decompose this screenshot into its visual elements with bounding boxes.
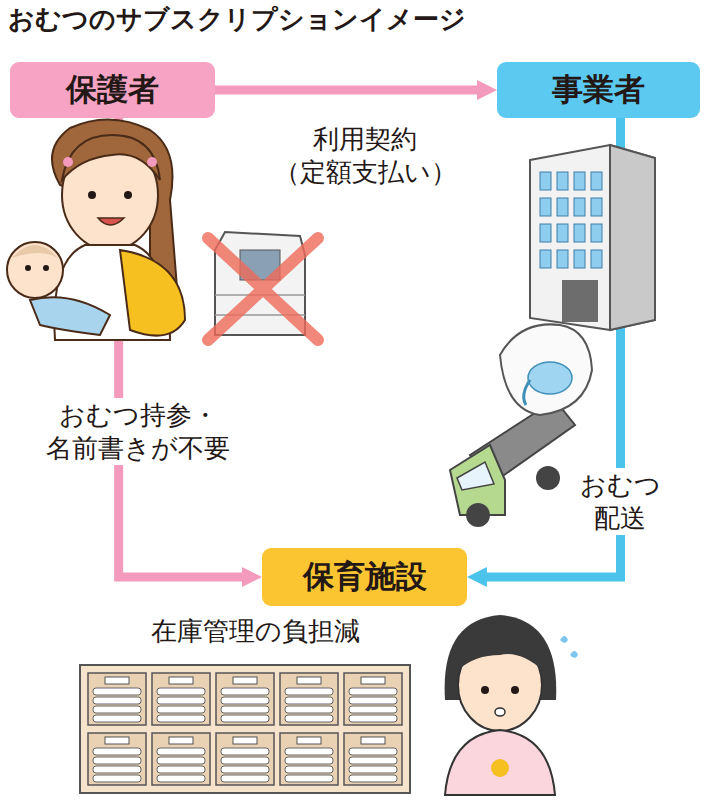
edge-label: おむつ 配送 xyxy=(571,468,669,535)
diaper xyxy=(93,766,141,773)
edge-label: 利用契約 （定額支払い） xyxy=(262,122,468,189)
crossed-diaper-pack xyxy=(208,232,318,340)
diaper xyxy=(93,697,141,704)
diaper xyxy=(285,706,333,713)
window xyxy=(540,224,551,242)
diaper xyxy=(285,766,333,773)
window xyxy=(557,172,568,190)
window xyxy=(591,172,602,190)
diaper xyxy=(349,748,397,755)
shelf-slot xyxy=(280,673,338,725)
diaper xyxy=(285,715,333,722)
slot-tag xyxy=(297,677,321,684)
diaper-shelves xyxy=(80,665,410,793)
window xyxy=(557,198,568,216)
window xyxy=(591,224,602,242)
diaper xyxy=(93,775,141,782)
diaper xyxy=(157,766,205,773)
diaper xyxy=(93,748,141,755)
diaper xyxy=(221,757,269,764)
window xyxy=(574,172,585,190)
diaper xyxy=(349,715,397,722)
diaper xyxy=(221,775,269,782)
slot-tag xyxy=(361,677,385,684)
window xyxy=(574,198,585,216)
entity-box: 事業者 xyxy=(497,62,700,118)
slot-tag xyxy=(105,677,129,684)
diaper xyxy=(221,748,269,755)
box-label: 保育施設 xyxy=(303,556,427,598)
shelf-slot xyxy=(152,673,210,725)
diaper xyxy=(157,688,205,695)
diaper xyxy=(349,688,397,695)
diaper xyxy=(349,766,397,773)
edge-label: おむつ持参・ 名前書きが不要 xyxy=(35,398,241,465)
window xyxy=(557,250,568,268)
shelf-slot xyxy=(216,673,274,725)
window xyxy=(591,250,602,268)
title: おむつのサブスクリプションイメージ xyxy=(8,2,466,37)
diaper xyxy=(93,706,141,713)
slot-tag xyxy=(233,737,257,744)
diaper xyxy=(285,775,333,782)
diaper xyxy=(93,715,141,722)
diaper xyxy=(221,706,269,713)
shelf-slot xyxy=(280,733,338,785)
diaper xyxy=(157,775,205,782)
office-building xyxy=(530,145,655,330)
shelf-slot xyxy=(344,733,402,785)
teacher-figure xyxy=(445,615,578,795)
slot-tag xyxy=(169,737,193,744)
diaper xyxy=(221,715,269,722)
diaper xyxy=(157,748,205,755)
diaper xyxy=(157,715,205,722)
mother-figure xyxy=(7,119,185,340)
box-label: 事業者 xyxy=(552,69,645,111)
slot-tag xyxy=(297,737,321,744)
slot-tag xyxy=(361,737,385,744)
diaper xyxy=(349,775,397,782)
diaper xyxy=(285,757,333,764)
diaper xyxy=(157,706,205,713)
shelf-slot xyxy=(216,733,274,785)
window xyxy=(557,224,568,242)
note-label: 在庫管理の負担減 xyxy=(148,614,363,649)
entity-box: 保護者 xyxy=(10,62,215,118)
diaper xyxy=(285,748,333,755)
diaper xyxy=(349,757,397,764)
window xyxy=(540,250,551,268)
slot-tag xyxy=(105,737,129,744)
diaper xyxy=(157,757,205,764)
diaper xyxy=(157,697,205,704)
diaper xyxy=(349,697,397,704)
diaper xyxy=(93,688,141,695)
diaper xyxy=(285,688,333,695)
slot-tag xyxy=(233,677,257,684)
window xyxy=(574,224,585,242)
box-label: 保護者 xyxy=(66,69,159,111)
shelf-slot xyxy=(88,673,146,725)
window xyxy=(574,250,585,268)
flow-arrow xyxy=(215,86,477,95)
diaper xyxy=(221,697,269,704)
entity-box: 保育施設 xyxy=(262,548,467,606)
diaper xyxy=(221,766,269,773)
shelf-slot xyxy=(344,673,402,725)
window xyxy=(540,198,551,216)
slot-tag xyxy=(169,677,193,684)
shelf-slot xyxy=(88,733,146,785)
window xyxy=(591,198,602,216)
diaper xyxy=(285,697,333,704)
diaper xyxy=(221,688,269,695)
window xyxy=(540,172,551,190)
diaper xyxy=(93,757,141,764)
shelf-slot xyxy=(152,733,210,785)
diaper xyxy=(349,706,397,713)
